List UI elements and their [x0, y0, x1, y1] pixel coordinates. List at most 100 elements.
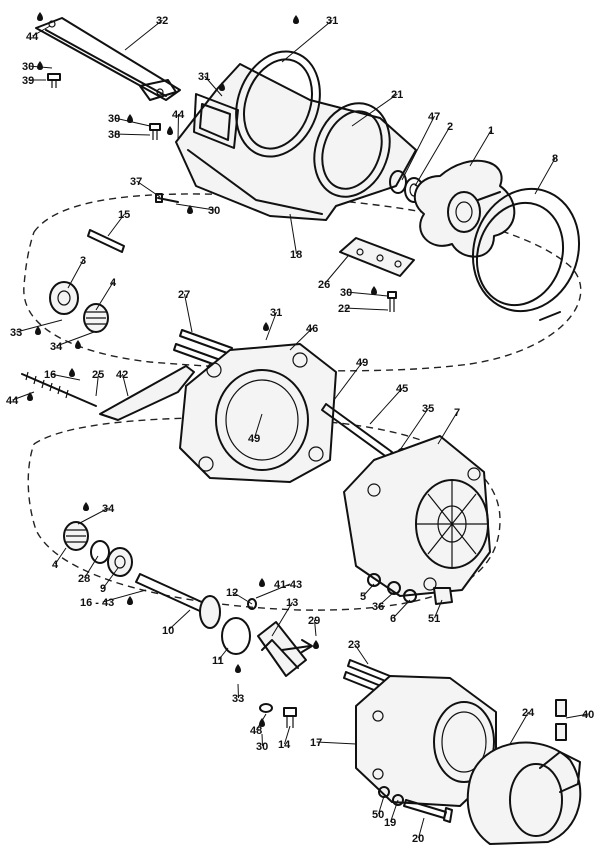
part-14-screw	[283, 707, 297, 728]
oil-drop-icon	[219, 82, 225, 91]
part-18-intake-housing	[175, 63, 417, 221]
part-4-bearing-upper	[83, 303, 109, 333]
leader-line-c16a	[50, 373, 81, 381]
part-51-block	[433, 587, 453, 605]
leader-line-c3	[67, 259, 84, 289]
part-24-steering-nozzle	[466, 741, 582, 845]
callout-label-c18: 18	[290, 249, 302, 261]
callout-label-c4b: 4	[52, 559, 59, 571]
part-37-screw	[155, 193, 179, 203]
callout-label-c46: 46	[306, 323, 318, 335]
callout-label-c41: 41-43	[274, 579, 302, 591]
part-4-bearing-lower	[63, 521, 89, 551]
oil-drop-icon	[27, 392, 33, 401]
callout-label-c23: 23	[348, 639, 360, 651]
part-32-support-bracket	[35, 17, 181, 101]
leader-line-c5	[362, 583, 375, 597]
oil-drop-icon	[127, 596, 133, 605]
callout-label-c16b: 16 - 43	[80, 597, 114, 609]
oil-drop-icon	[263, 322, 269, 331]
callout-label-c9: 9	[100, 583, 106, 595]
part-20-bolt	[403, 799, 453, 823]
leader-line-c47	[401, 115, 435, 181]
callout-label-c34a: 34	[50, 341, 63, 353]
callout-label-c22: 22	[338, 303, 350, 315]
part-22-screw	[387, 291, 397, 312]
oil-drop-icon	[313, 640, 319, 649]
leader-line-c41	[255, 583, 291, 599]
part-39-screw	[47, 73, 61, 88]
leader-line-c30e	[261, 733, 263, 747]
leader-line-c15	[107, 213, 125, 237]
leader-line-c29	[314, 619, 317, 637]
callout-label-c32: 32	[156, 15, 168, 27]
oil-drop-icon	[187, 205, 193, 214]
callout-label-c4a: 4	[110, 277, 117, 289]
leader-line-c22	[344, 307, 389, 311]
leader-line-c31c	[265, 311, 277, 341]
part-13-cone	[257, 621, 313, 677]
callout-label-c44c: 44	[6, 395, 19, 407]
callout-label-c40: 40	[582, 709, 594, 721]
callout-label-c49b: 49	[248, 433, 260, 445]
leader-line-c38	[114, 133, 151, 136]
callout-label-c8: 8	[552, 153, 558, 165]
leader-line-c30d	[346, 291, 389, 297]
callout-label-c10: 10	[162, 625, 174, 637]
part-48-washer	[259, 703, 273, 713]
part-10-drive-shaft	[135, 573, 221, 629]
part-47-seal	[389, 170, 407, 194]
oil-drop-icon	[37, 61, 43, 70]
oil-drop-icon	[69, 368, 75, 377]
callout-label-c42: 42	[116, 369, 128, 381]
callout-label-c44a: 44	[26, 31, 39, 43]
part-25-rod	[21, 371, 97, 407]
callout-label-c30a: 30	[22, 61, 34, 73]
leader-line-c19	[390, 799, 399, 823]
leader-line-c31a	[281, 19, 333, 63]
callout-label-c26: 26	[318, 279, 330, 291]
leader-line-c44a	[32, 25, 51, 37]
callout-label-c48: 48	[250, 725, 262, 737]
callout-label-c12: 12	[226, 587, 238, 599]
leader-line-c31b	[204, 75, 223, 97]
callout-label-c27: 27	[178, 289, 190, 301]
callout-label-c1: 1	[488, 125, 494, 137]
callout-label-c15: 15	[118, 209, 130, 221]
oil-drop-icon	[167, 126, 173, 135]
oil-drop-icon	[293, 15, 299, 24]
callout-label-c35: 35	[422, 403, 434, 415]
leader-line-c10	[168, 609, 191, 631]
leader-line-c1	[469, 129, 492, 167]
leader-line-c46	[289, 327, 313, 351]
part-28-washer	[90, 540, 110, 564]
part-38-screw	[149, 123, 161, 140]
callout-label-c30c: 30	[208, 205, 220, 217]
callout-label-c6: 6	[390, 613, 396, 625]
leader-line-c18	[289, 213, 297, 255]
leader-line-c35	[399, 407, 429, 451]
part-36-washer	[387, 581, 401, 595]
part-3-seal	[49, 281, 79, 315]
callout-label-c51: 51	[428, 613, 440, 625]
leader-line-c42	[122, 373, 129, 397]
oil-drop-icon	[127, 114, 133, 123]
leader-line-c11	[218, 647, 229, 661]
leader-line-c27	[184, 293, 193, 333]
part-46-pump-housing	[179, 343, 337, 483]
part-6-nut	[403, 589, 417, 603]
callout-label-c36: 36	[372, 601, 384, 613]
leader-line-c16b	[102, 589, 147, 603]
callout-label-c31b: 31	[198, 71, 210, 83]
callout-label-c34b: 34	[102, 503, 115, 515]
leader-line-c7	[437, 411, 458, 445]
leader-line-c51	[434, 599, 443, 619]
callout-label-c30d: 30	[340, 287, 352, 299]
leader-line-c21	[351, 93, 398, 127]
oil-drop-icon	[235, 664, 241, 673]
part-7-venturi-housing	[343, 435, 491, 597]
callout-label-c24: 24	[522, 707, 535, 719]
leader-line-c30c	[175, 203, 215, 211]
leader-line-c8	[534, 157, 556, 195]
leader-line-c40	[565, 713, 589, 719]
